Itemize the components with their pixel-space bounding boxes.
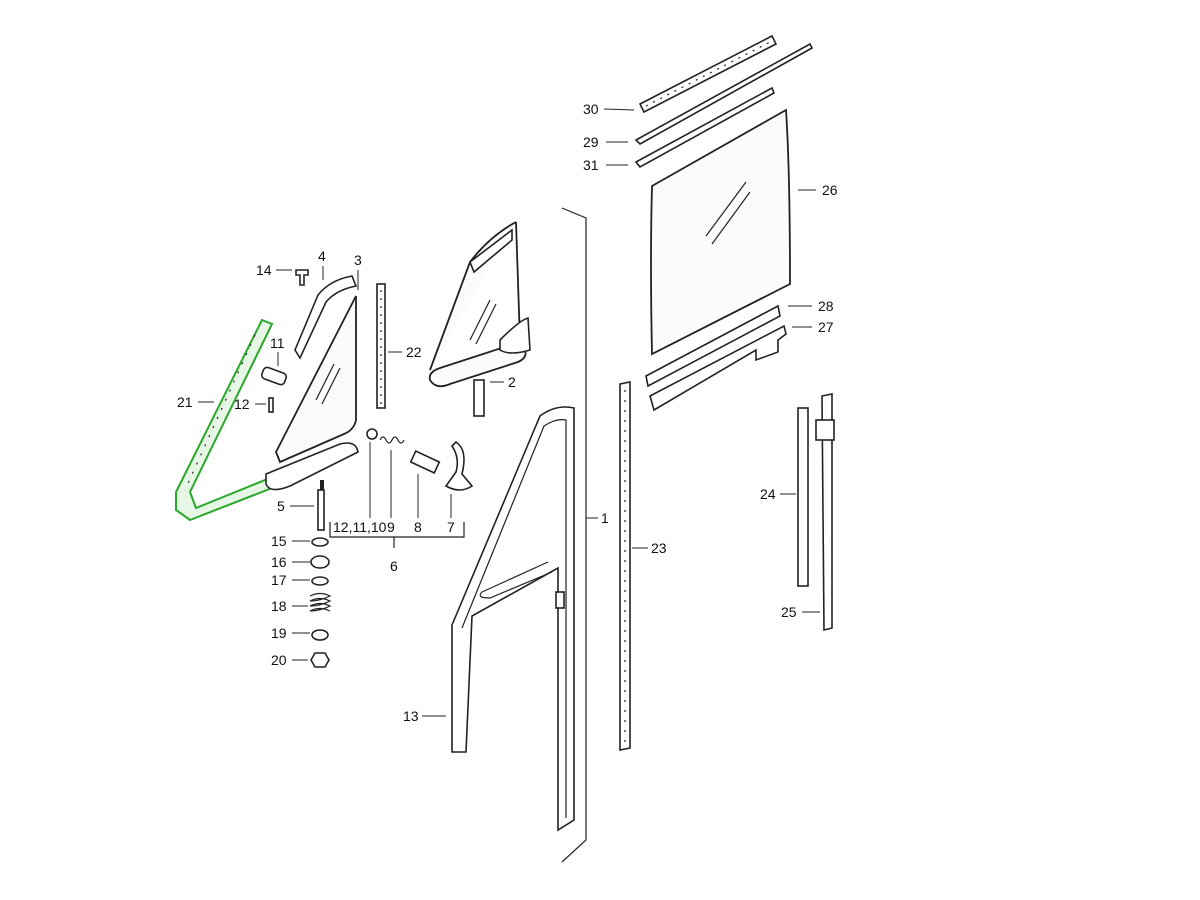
label-18: 18 xyxy=(271,598,287,614)
label-4: 4 xyxy=(318,248,326,264)
part-18-spring[interactable] xyxy=(309,592,332,612)
label-12: 12 xyxy=(234,396,250,412)
label-23: 23 xyxy=(651,540,667,556)
part-5-lower-frame[interactable] xyxy=(265,442,359,491)
part-27-channel[interactable] xyxy=(649,324,787,412)
label-12-11-10: 12,11,10 xyxy=(333,519,387,535)
label-24: 24 xyxy=(760,486,776,502)
label-29: 29 xyxy=(583,134,599,150)
part-16-bushing[interactable] xyxy=(310,555,330,569)
part-30-strip[interactable] xyxy=(638,34,778,114)
part-21-holes xyxy=(184,334,256,491)
part-15-clip[interactable] xyxy=(311,537,329,547)
label-9: 9 xyxy=(387,519,395,535)
part-25-bracket[interactable] xyxy=(821,393,833,632)
label-3: 3 xyxy=(354,252,362,268)
part-24-channel[interactable] xyxy=(797,407,809,587)
label-20: 20 xyxy=(271,652,287,668)
callout-labels: 30 29 31 26 28 27 14 4 3 22 2 11 21 12 5… xyxy=(177,101,838,724)
part-3-vent-glass[interactable] xyxy=(275,295,357,464)
label-5: 5 xyxy=(277,498,285,514)
label-14: 14 xyxy=(256,262,272,278)
door-outline xyxy=(561,207,587,863)
group-6-bracket xyxy=(329,522,465,548)
part-17-washer[interactable] xyxy=(311,576,329,586)
mounting-hardware-stack xyxy=(309,489,332,668)
part-1-door-frame[interactable] xyxy=(451,406,575,832)
label-1: 1 xyxy=(601,510,609,526)
part-14-screw[interactable] xyxy=(295,269,309,286)
part-10-washer[interactable] xyxy=(366,428,378,440)
part-12-pin[interactable] xyxy=(268,397,274,413)
label-11: 11 xyxy=(270,335,285,351)
part-7-handle[interactable] xyxy=(444,440,474,491)
part-20-nut[interactable] xyxy=(310,652,330,668)
label-30: 30 xyxy=(583,101,599,117)
part-19-washer[interactable] xyxy=(311,629,329,641)
part-11-pivot[interactable] xyxy=(260,366,288,386)
label-15: 15 xyxy=(271,533,287,549)
label-16: 16 xyxy=(271,554,287,570)
label-19: 19 xyxy=(271,625,287,641)
label-13: 13 xyxy=(403,708,419,724)
part-29-strip[interactable] xyxy=(634,42,814,145)
part-9-spring[interactable] xyxy=(379,436,405,444)
label-2: 2 xyxy=(508,374,516,390)
part-21-vent-seal[interactable] xyxy=(175,318,274,522)
part-4-channel[interactable] xyxy=(294,275,358,360)
label-27: 27 xyxy=(818,319,834,335)
part-8-sleeve[interactable] xyxy=(409,450,441,474)
label-21: 21 xyxy=(177,394,193,410)
label-25: 25 xyxy=(781,604,797,620)
label-22: 22 xyxy=(406,344,422,360)
part-23-strip[interactable] xyxy=(619,381,631,751)
label-31: 31 xyxy=(583,157,599,173)
label-6: 6 xyxy=(390,558,398,574)
label-17: 17 xyxy=(271,572,287,588)
part-2-vent-window[interactable] xyxy=(428,221,527,388)
label-8: 8 xyxy=(414,519,422,535)
label-28: 28 xyxy=(818,298,834,314)
part-28-strip[interactable] xyxy=(645,304,781,388)
label-26: 26 xyxy=(822,182,838,198)
label-7: 7 xyxy=(447,519,455,535)
part-31-strip[interactable] xyxy=(634,86,776,169)
